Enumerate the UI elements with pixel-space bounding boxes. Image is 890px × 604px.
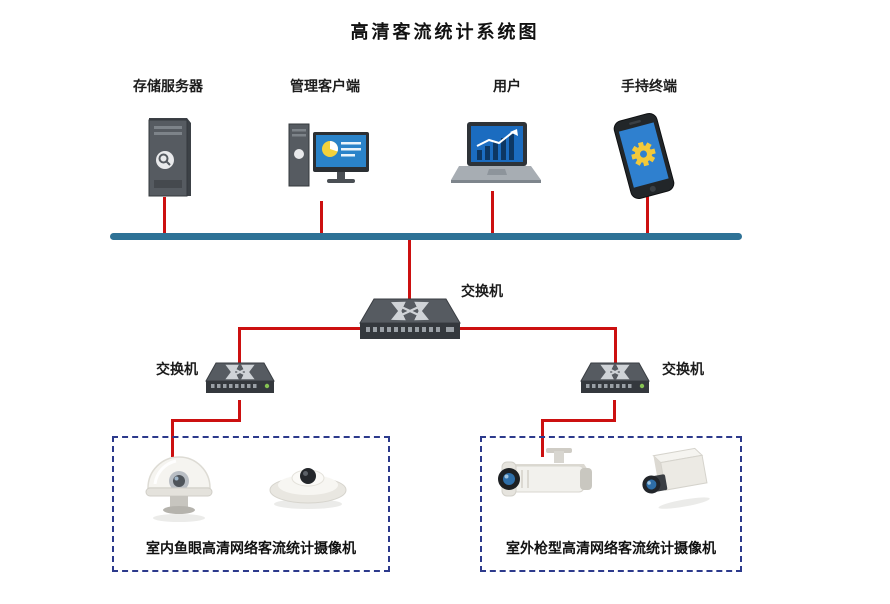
dome-camera-icon bbox=[140, 446, 218, 524]
link-storage-to-bus bbox=[163, 197, 166, 234]
network-bus-line bbox=[110, 233, 742, 240]
core-switch-icon bbox=[358, 297, 462, 347]
label-user: 用户 bbox=[493, 78, 521, 94]
left-switch-icon bbox=[204, 361, 276, 403]
management-client-icon bbox=[283, 118, 371, 198]
label-handheld-terminal: 手持终端 bbox=[621, 78, 677, 94]
storage-server-icon bbox=[141, 114, 195, 200]
fisheye-camera-icon bbox=[264, 454, 352, 512]
indoor-camera-group-label: 室内鱼眼高清网络客流统计摄像机 bbox=[146, 540, 356, 556]
indoor-camera-group-box: 室内鱼眼高清网络客流统计摄像机 bbox=[112, 436, 390, 572]
handheld-terminal-icon bbox=[602, 107, 686, 205]
label-right-switch: 交换机 bbox=[662, 361, 704, 377]
link-user-to-bus bbox=[491, 191, 494, 234]
user-laptop-icon bbox=[447, 120, 543, 190]
label-left-switch: 交换机 bbox=[156, 361, 198, 377]
link-left-to-camera bbox=[171, 419, 174, 457]
bullet-camera-icon bbox=[496, 448, 598, 512]
label-management-client: 管理客户端 bbox=[290, 78, 360, 94]
link-bus-to-core-switch bbox=[408, 239, 411, 299]
diagram-title: 高清客流统计系统图 bbox=[350, 22, 540, 42]
link-right-switch-down bbox=[613, 400, 616, 421]
box-camera-icon bbox=[635, 444, 718, 516]
link-right-horizontal bbox=[541, 419, 616, 422]
link-right-to-camera bbox=[541, 419, 544, 457]
outdoor-camera-group-label: 室外枪型高清网络客流统计摄像机 bbox=[506, 540, 716, 556]
outdoor-camera-group-box: 室外枪型高清网络客流统计摄像机 bbox=[480, 436, 742, 572]
label-core-switch: 交换机 bbox=[461, 283, 503, 299]
link-handheld-to-bus bbox=[646, 194, 649, 234]
label-storage-server: 存储服务器 bbox=[133, 78, 203, 94]
link-branch-to-left-switch bbox=[238, 327, 241, 363]
link-left-switch-down bbox=[238, 400, 241, 421]
link-branch-to-right-switch bbox=[614, 327, 617, 363]
right-switch-icon bbox=[579, 361, 651, 403]
link-client-to-bus bbox=[320, 201, 323, 234]
link-left-horizontal bbox=[171, 419, 241, 422]
